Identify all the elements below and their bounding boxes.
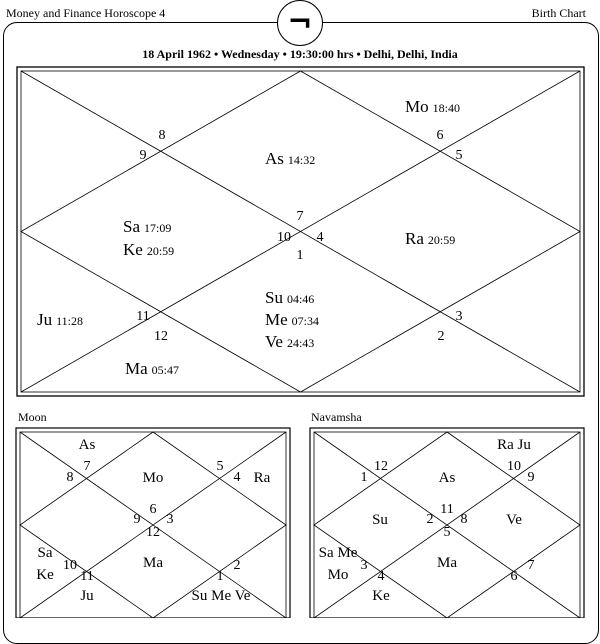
planet-label: Ke	[36, 567, 54, 583]
moon-chart-label: Moon	[18, 410, 47, 424]
logo-glyph: ¬	[287, 5, 313, 40]
house-number: 7	[84, 459, 91, 474]
house-number: 6	[437, 128, 444, 143]
navamsha-chart-label: Navamsha	[311, 410, 362, 424]
house-number: 10	[63, 558, 77, 573]
planet-label: Su	[372, 512, 388, 528]
house-number: 4	[378, 569, 385, 584]
house-number: 10	[507, 459, 521, 474]
birth-details: 18 April 1962 • Wednesday • 19:30:00 hrs…	[142, 47, 458, 61]
planet-label: Mo	[328, 567, 349, 583]
navamsha-chart	[309, 427, 585, 618]
house-number: 5	[444, 525, 451, 540]
house-number: 5	[456, 148, 463, 163]
planet-label: As	[79, 437, 96, 453]
house-number: 1	[217, 569, 224, 584]
planet-label: Ju	[80, 588, 94, 604]
house-number: 2	[234, 558, 241, 573]
planet-label: Ve	[506, 512, 522, 528]
navamsha-chart-diagonal	[313, 431, 581, 618]
moon-chart-outer-border	[15, 427, 291, 618]
house-number: 7	[528, 558, 535, 573]
planet-label: Ma	[437, 555, 457, 571]
navamsha-chart-labels: 12 1 10 9 11 2 8 5 7 6 3 4 Ra Ju As Su V…	[319, 437, 535, 604]
planet-label: Ma	[143, 555, 163, 571]
main-chart	[16, 66, 585, 397]
house-number: 11	[136, 309, 149, 324]
planet-label: As	[439, 470, 456, 486]
house-number: 5	[217, 459, 224, 474]
house-number: 8	[67, 470, 74, 485]
house-number: 7	[297, 209, 304, 224]
main-chart-outer-border	[16, 66, 585, 397]
planet-label: Ke	[372, 588, 390, 604]
planet-label: Mo	[143, 470, 164, 486]
main-chart-diamond	[20, 70, 581, 393]
planet-label: Ra	[254, 470, 271, 486]
house-number: 8	[461, 512, 468, 527]
house-number: 9	[134, 512, 141, 527]
planet-label: Ra Ju	[497, 437, 531, 453]
navamsha-chart-diamond	[313, 431, 581, 618]
navamsha-chart-outer-border	[309, 427, 585, 618]
house-number: 9	[140, 148, 147, 163]
house-number: 11	[440, 502, 453, 517]
house-number: 3	[456, 309, 463, 324]
house-number: 2	[438, 329, 445, 344]
moon-chart-diagonal	[19, 431, 287, 618]
house-number: 6	[150, 502, 157, 517]
house-number: 2	[427, 512, 434, 527]
moon-chart-diamond	[19, 431, 287, 618]
planet-label: Su Me Ve	[192, 588, 251, 604]
house-number: 3	[167, 512, 174, 527]
moon-chart-labels: 7 8 5 4 6 9 3 12 2 1 10 11 As Mo Ra Ma S…	[36, 437, 270, 604]
house-number: 4	[317, 230, 324, 245]
house-number: 11	[80, 569, 93, 584]
house-number: 10	[277, 230, 291, 245]
report-title: Money and Finance Horoscope 4	[6, 6, 166, 20]
house-number: 12	[146, 525, 160, 540]
moon-chart	[15, 427, 291, 618]
house-number: 9	[528, 470, 535, 485]
planet-label: Sa Me	[319, 545, 358, 561]
house-number: 8	[159, 128, 166, 143]
house-number: 1	[297, 248, 304, 263]
main-chart-diagonal	[20, 70, 581, 393]
house-number: 12	[374, 459, 388, 474]
house-number: 6	[511, 569, 518, 584]
house-number: 1	[361, 470, 368, 485]
house-number: 12	[154, 329, 168, 344]
planet-label: Sa	[38, 545, 53, 561]
logo-icon: ¬	[277, 0, 323, 46]
chart-type-title: Birth Chart	[531, 6, 586, 20]
house-number: 4	[234, 470, 241, 485]
house-number: 3	[361, 558, 368, 573]
